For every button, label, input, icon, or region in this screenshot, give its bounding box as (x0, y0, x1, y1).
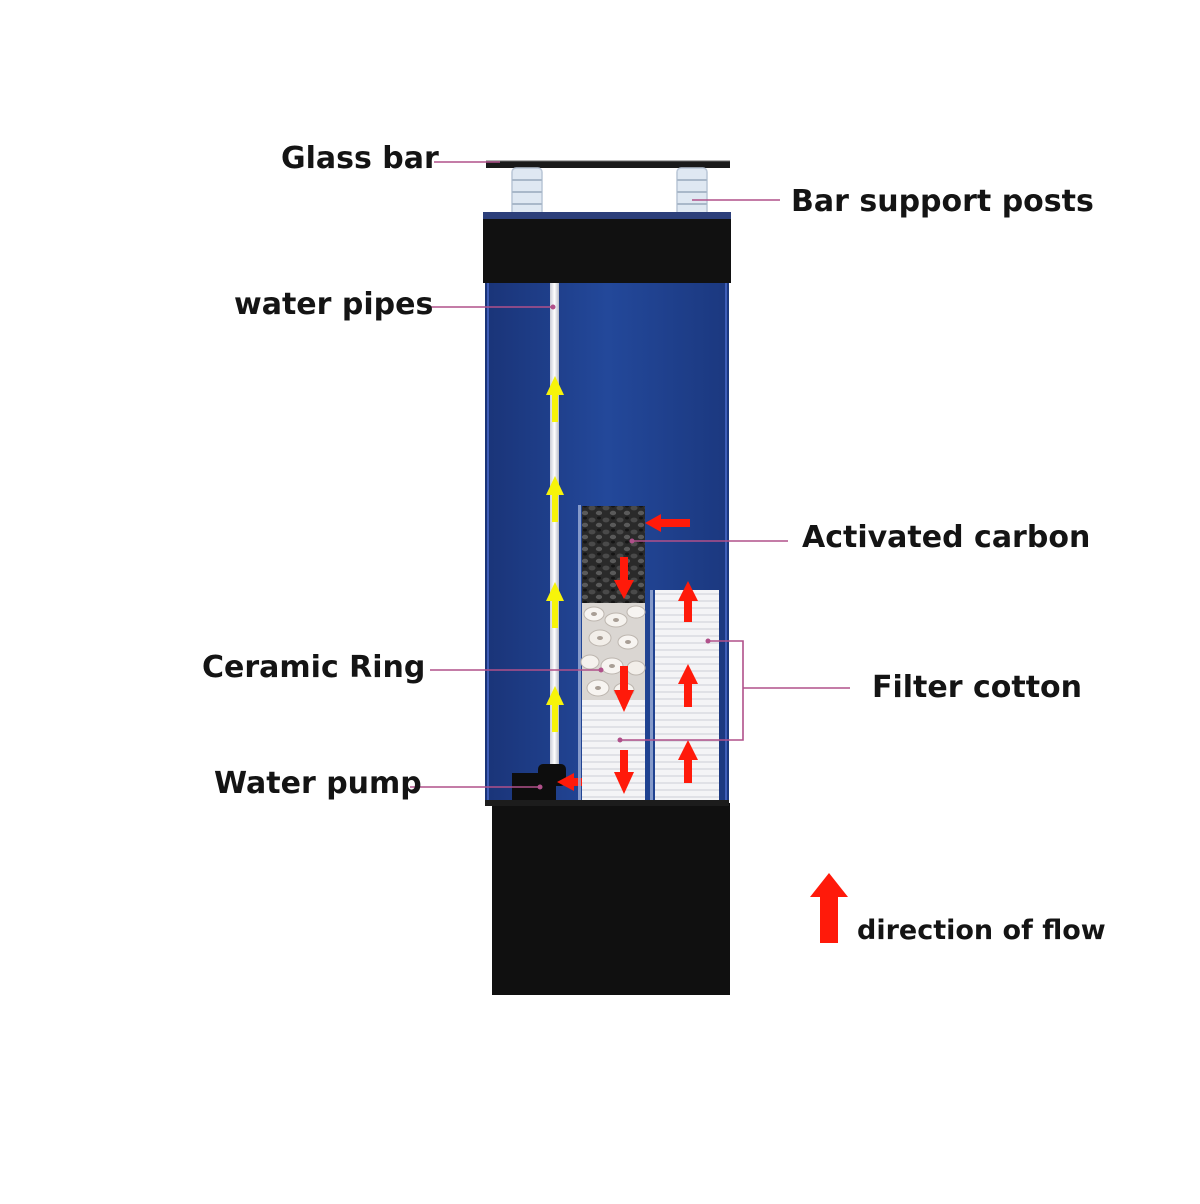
left-chamber-down-arrows (614, 557, 634, 794)
label-activated-carbon: Activated carbon (802, 520, 1091, 555)
carbon-inlet-arrow (645, 514, 690, 532)
red-flow-arrow-up (678, 581, 698, 622)
leader-filter-cotton-bracket (620, 640, 744, 741)
right-chamber-up-arrows (678, 581, 698, 783)
tank-cabinet (492, 803, 730, 995)
legend-label: direction of flow (857, 915, 1106, 946)
red-flow-arrow-down (614, 750, 634, 794)
yellow-flow-arrow (546, 582, 564, 628)
leader-dots (537, 304, 711, 790)
tank-top-band (483, 219, 731, 283)
bar-support-post-right (676, 167, 708, 217)
label-glass-bar: Glass bar (281, 141, 439, 176)
tank-top-rim (483, 212, 731, 220)
red-flow-arrow-down (614, 557, 634, 599)
legend-flow-arrow (810, 873, 848, 943)
label-ceramic-ring: Ceramic Ring (202, 650, 426, 685)
red-flow-arrow-up (678, 664, 698, 707)
yellow-flow-arrow (546, 376, 564, 422)
bar-support-post-left (511, 167, 543, 217)
red-flow-arrow-down (614, 666, 634, 712)
label-water-pump: Water pump (214, 766, 422, 801)
water-pipe (550, 283, 559, 773)
filter-cotton-media-left (582, 700, 645, 802)
label-water-pipes: water pipes (234, 287, 434, 322)
yellow-flow-arrow (546, 476, 564, 522)
glass-bar (486, 160, 730, 168)
label-filter-cotton: Filter cotton (872, 670, 1083, 705)
label-bar-support-posts: Bar support posts (791, 184, 1094, 219)
pipe-flow-arrows (546, 376, 564, 732)
yellow-flow-arrow (546, 686, 564, 732)
red-flow-arrow-up (678, 740, 698, 783)
activated-carbon-media (582, 506, 645, 603)
leader-lines (410, 161, 850, 788)
ceramic-ring-media (580, 603, 646, 700)
